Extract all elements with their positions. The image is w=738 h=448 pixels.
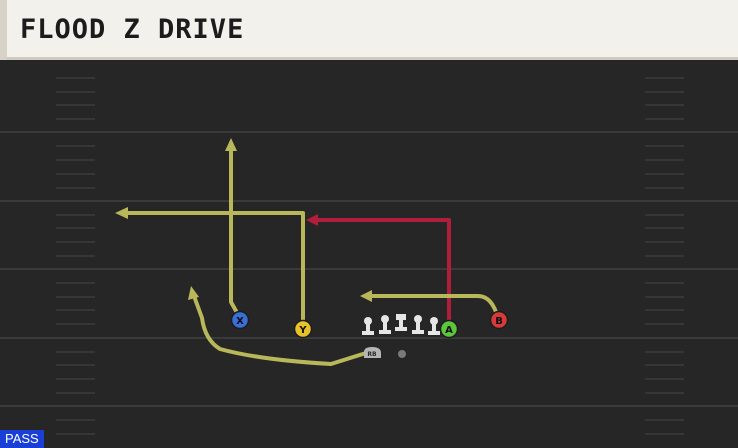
receiver-a-label: A <box>445 325 453 336</box>
receiver-x-icon[interactable]: X <box>230 310 250 330</box>
lineman-left-tackle <box>362 317 374 335</box>
receiver-a-icon[interactable]: A <box>439 319 459 339</box>
receiver-b-label: B <box>495 316 503 327</box>
hash-marks-right <box>645 77 684 435</box>
receiver-x-label: X <box>236 316 244 327</box>
play-title: FLOOD Z DRIVE <box>20 14 245 45</box>
receiver-y-label: Y <box>298 325 307 336</box>
route-a-primary <box>314 218 451 329</box>
lineman-left-guard <box>379 315 391 334</box>
route-a-arrowhead <box>306 214 318 226</box>
route-rb <box>192 294 368 366</box>
receiver-y-icon[interactable]: Y <box>293 319 313 339</box>
hash-marks-left <box>56 77 95 435</box>
route-rb-arrowhead <box>188 286 199 300</box>
offensive-line <box>362 314 440 335</box>
receiver-b-icon[interactable]: B <box>489 310 509 330</box>
running-back-label: RB <box>367 351 377 358</box>
route-y-arrowhead <box>115 207 128 219</box>
quarterback-marker <box>398 350 406 358</box>
lineman-right-tackle <box>428 317 440 335</box>
route-y <box>123 211 305 329</box>
play-field: RB X Y A B <box>0 60 738 448</box>
yard-lines <box>0 131 738 407</box>
route-b-arrowhead <box>360 290 372 302</box>
lineman-center <box>395 314 407 331</box>
play-title-bar: FLOOD Z DRIVE <box>0 0 738 60</box>
lineman-right-guard <box>412 315 424 334</box>
play-type-badge: PASS <box>0 430 44 448</box>
running-back-marker: RB <box>364 347 381 358</box>
route-x-arrowhead <box>225 138 237 151</box>
